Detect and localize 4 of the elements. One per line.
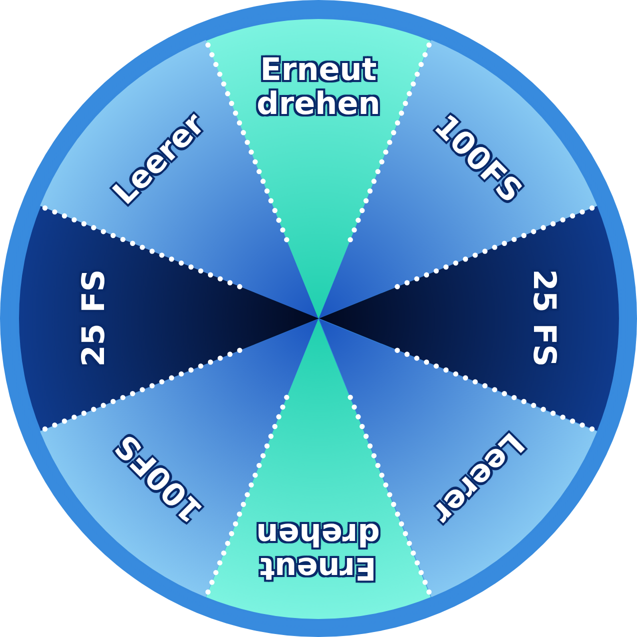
prize-label: Erneut drehen — [256, 516, 382, 584]
prize-label: 25 FS — [526, 270, 560, 368]
prize-label: Erneut drehen — [256, 52, 382, 120]
prize-label: 25 FS — [76, 270, 110, 368]
